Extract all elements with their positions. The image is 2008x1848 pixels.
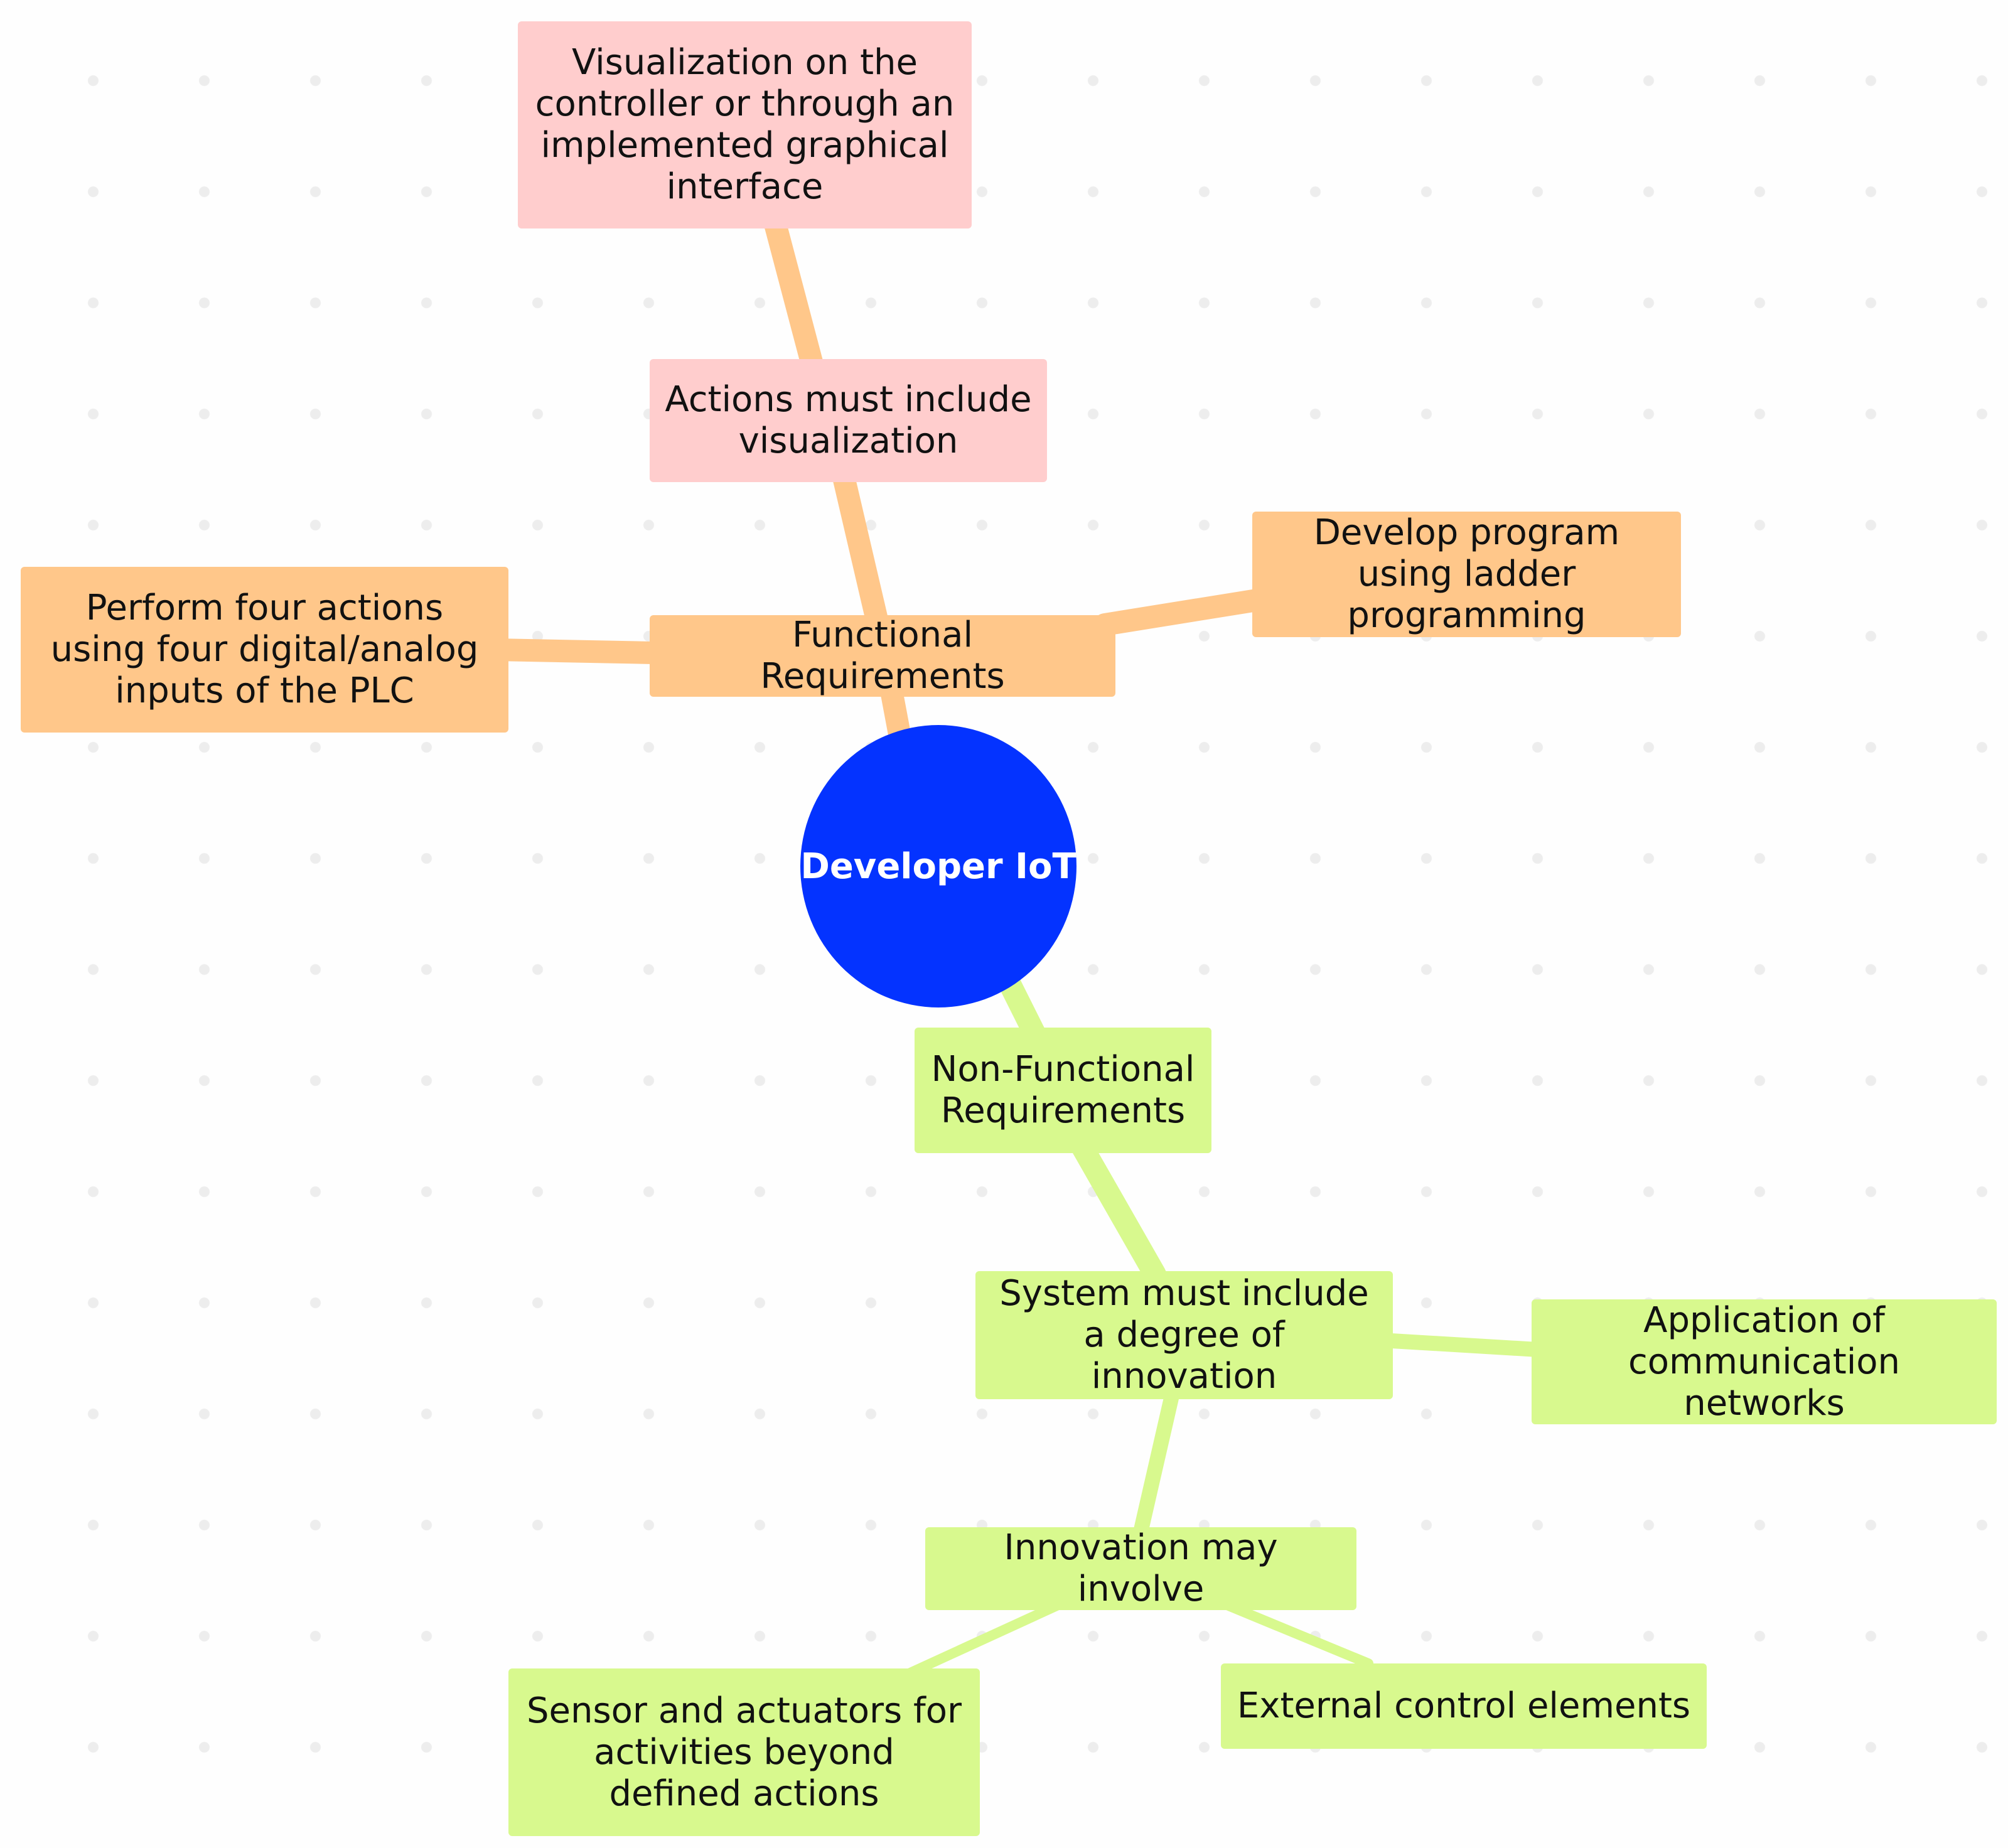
node-functional-requirements: Functional Requirements (650, 615, 1115, 697)
edge-system-to-communication (1373, 1333, 1545, 1357)
node-innovation-may-involve: Innovation may involve (925, 1527, 1356, 1610)
node-actions-visualization: Actions must include visualization (650, 359, 1047, 482)
node-perform-actions: Perform four actions using four digital/… (21, 567, 508, 733)
node-external-control: External control elements (1221, 1663, 1707, 1749)
edge-innovation-to-external (1219, 1599, 1373, 1668)
node-sensor-actuators: Sensor and actuators for activities beyo… (508, 1668, 980, 1836)
node-nonfunctional-requirements: Non-Functional Requirements (915, 1028, 1211, 1153)
node-develop-program: Develop program using ladder programming (1252, 512, 1681, 637)
edge-functional-to-develop (1093, 585, 1292, 636)
node-communication-networks: Application of communication networks (1532, 1299, 1997, 1424)
edge-nonfunctional-to-system (1068, 1131, 1166, 1286)
edge-system-to-innovation (1132, 1380, 1181, 1545)
node-system-innovation: System must include a degree of innovati… (975, 1271, 1393, 1399)
root-node-developer-iot: Developer IoT (800, 725, 1076, 1007)
edge-innovation-to-sensor (905, 1599, 1066, 1678)
node-visualization-interface: Visualization on the controller or throu… (518, 21, 972, 228)
edge-root-to-nonfunctional (996, 968, 1047, 1047)
edge-functional-to-perform (485, 638, 664, 664)
